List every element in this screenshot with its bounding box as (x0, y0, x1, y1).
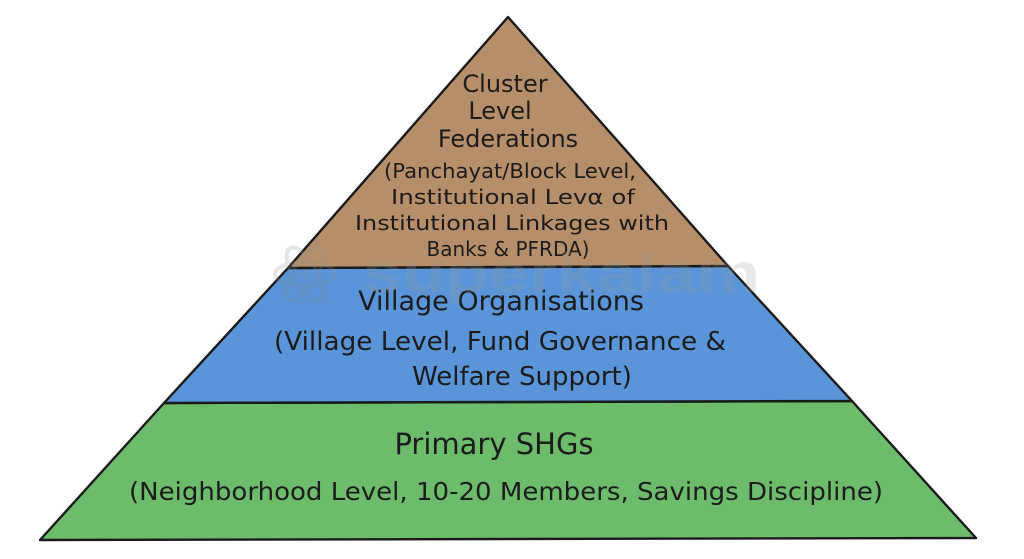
tier-village-organisations: Village Organisations (Village Level, Fu… (162, 264, 854, 405)
tier-cluster-title-line-1: Cluster (462, 70, 547, 98)
tier-cluster-level-federations: Cluster Level Federations (Panchayat/Blo… (286, 15, 730, 270)
watermark-text: superkalam (362, 241, 760, 304)
tier-cluster-title-line-3: Federations (438, 125, 578, 153)
tier-cluster-detail-line-3: Institutional Linkages with (355, 211, 669, 235)
atom-logo-icon (273, 245, 337, 303)
tier-primary-shgs-band (38, 399, 978, 542)
tier-cluster-detail-line-1: (Panchayat/Block Level, (384, 159, 636, 183)
tier-primary-shgs: Primary SHGs (Neighborhood Level, 10-20 … (38, 399, 978, 542)
tier-village-organisations-detail-line-1: (Village Level, Fund Governance & (274, 327, 726, 357)
tier-village-organisations-detail-line-2: Welfare Support) (412, 362, 632, 392)
tier-primary-shgs-detail: (Neighborhood Level, 10-20 Members, Savi… (129, 477, 883, 506)
tier-primary-shgs-title: Primary SHGs (394, 427, 593, 461)
tier-cluster-detail-line-2: Institutional Levα of (391, 185, 636, 209)
tier-village-organisations-title: Village Organisations (358, 286, 644, 317)
watermark (273, 245, 337, 303)
tier-cluster-level-federations-band (286, 15, 730, 270)
tier-cluster-detail-line-4: Banks & PFRDA) (427, 237, 590, 261)
tier-cluster-title-line-2: Level (468, 97, 531, 125)
